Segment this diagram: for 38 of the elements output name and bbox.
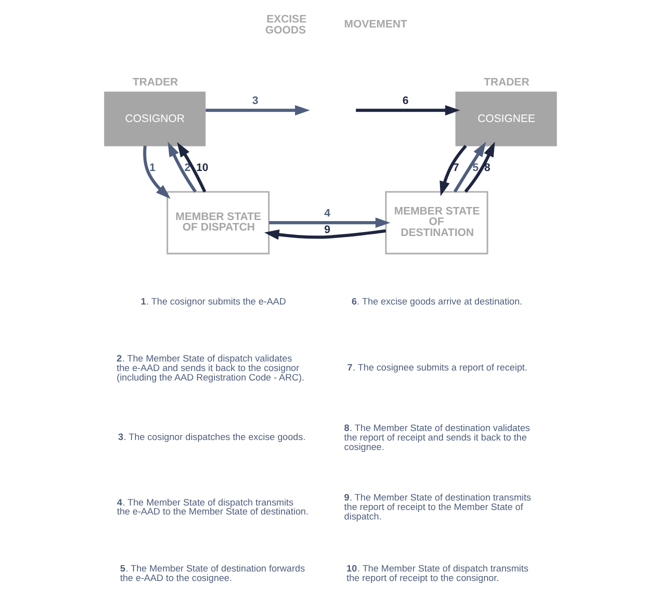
arrow	[355, 105, 460, 116]
arrow	[464, 142, 494, 193]
arrow	[176, 142, 206, 192]
edge-label: 7	[452, 162, 459, 174]
label: 4. The Member State of dispatch transmits the e-AAD to the Member State of destination.	[116, 497, 308, 517]
edge-label: 5	[472, 162, 478, 174]
label: 9. The Member State of destination transmits the report of receipt to the Member State of dispatch.	[344, 492, 531, 522]
label: 2. The Member State of dispatch validates the e-AAD and sends it back to the cosignor (including the AAD Registration Code - ARC).	[116, 354, 304, 382]
edge-label: 8	[484, 162, 490, 174]
node-box: COSIGNOR	[104, 92, 206, 146]
node-label: TRADER	[483, 76, 529, 88]
label: MOVEMENT	[344, 18, 407, 31]
label: 5. The Member State of destination forwards the e-AAD to the cosignee.	[120, 564, 304, 584]
label: 3. The cosignor dispatches the excise goods.	[118, 432, 306, 442]
arrow	[452, 142, 486, 193]
label: 8. The Member State of destination validates the report of receipt and sends it back to the cosignee.	[344, 423, 530, 452]
label: 10. The Member State of dispatch transmits the report of receipt to the consignor.	[346, 564, 528, 584]
edge-label: 4	[324, 208, 330, 220]
arrow	[268, 218, 390, 228]
edge-label: 6	[402, 95, 408, 108]
edge-label: 9	[324, 224, 330, 236]
node-box: MEMBER STATE OF DESTINATION	[384, 191, 488, 254]
arrow	[142, 146, 170, 199]
edge-label: 2	[184, 162, 190, 174]
edge-label: 10	[196, 162, 208, 174]
arrow	[167, 142, 196, 193]
arrow	[264, 229, 386, 240]
edge-label: 1	[148, 162, 155, 174]
label: 1. The cosignor submits the e-AAD	[140, 296, 286, 306]
label: EXCISE GOODS	[264, 14, 306, 37]
arrow	[205, 105, 310, 116]
arrow	[439, 144, 466, 196]
label: 7. The cosignee submits a report of receipt.	[346, 362, 527, 373]
node-box: MEMBER STATE OF DISPATCH	[166, 191, 270, 254]
label: 6. The excise goods arrive at destination.	[351, 296, 522, 306]
node-box: COSIGNEE	[454, 92, 556, 146]
node-label: TRADER	[132, 76, 178, 88]
edge-label: 3	[252, 95, 258, 108]
